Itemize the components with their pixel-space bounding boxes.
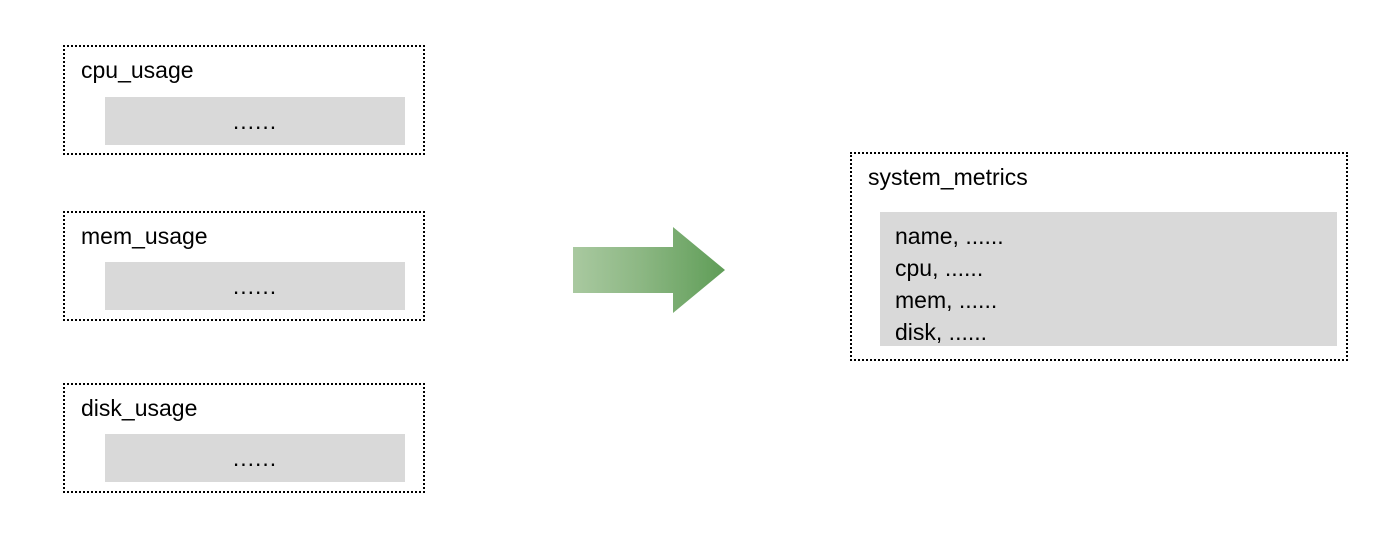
payload-line: cpu, ...... xyxy=(895,255,984,281)
payload-line: mem, ...... xyxy=(895,287,998,313)
node-title-system-metrics: system_metrics xyxy=(868,164,1028,190)
node-title-mem-usage: mem_usage xyxy=(81,223,208,249)
payload-line: name, ...... xyxy=(895,223,1004,249)
payload-ellipsis-mem-usage: ...... xyxy=(232,273,278,299)
node-title-cpu-usage: cpu_usage xyxy=(81,57,194,83)
payload-panel-system-metrics: name, ...... cpu, ...... mem, ...... dis… xyxy=(880,212,1337,346)
arrow-right-icon xyxy=(573,227,725,313)
payload-panel-disk-usage: ...... xyxy=(105,434,405,482)
payload-panel-mem-usage: ...... xyxy=(105,262,405,310)
payload-line-list: name, ...... cpu, ...... mem, ...... dis… xyxy=(895,220,1004,348)
node-title-disk-usage: disk_usage xyxy=(81,395,198,421)
payload-line: disk, ...... xyxy=(895,319,988,345)
payload-panel-cpu-usage: ...... xyxy=(105,97,405,145)
payload-ellipsis-disk-usage: ...... xyxy=(232,445,278,471)
payload-ellipsis-cpu-usage: ...... xyxy=(232,108,278,134)
